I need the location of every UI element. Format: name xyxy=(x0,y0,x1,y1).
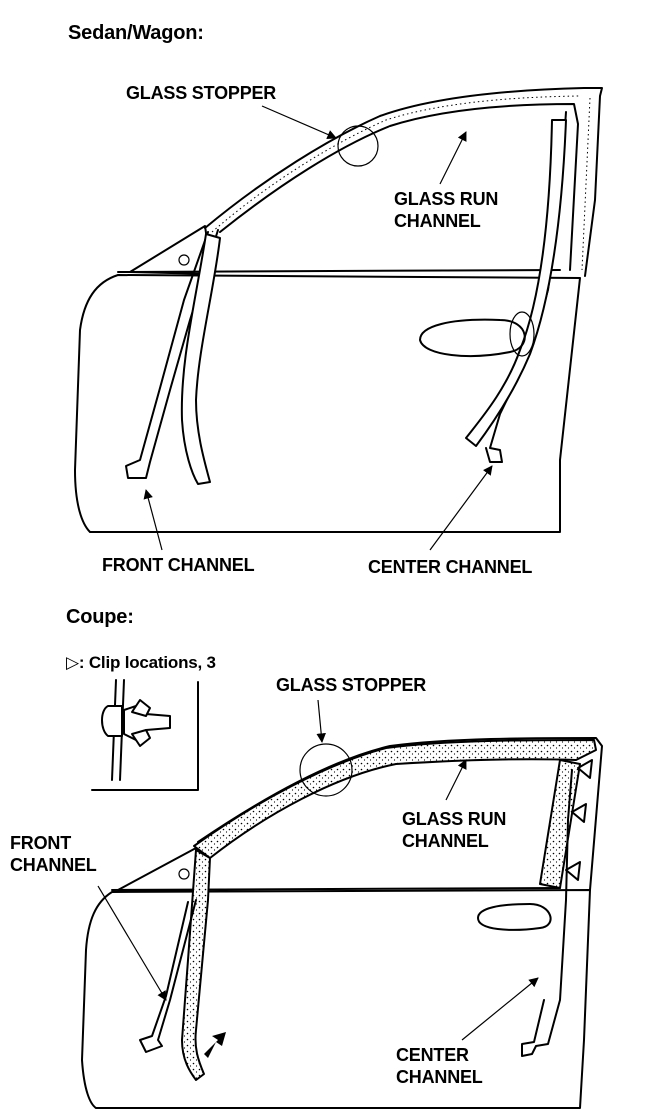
sedan-center-channel-label: CENTER CHANNEL xyxy=(368,557,533,577)
clip-locations-note: ▷: Clip locations, 3 xyxy=(66,653,216,672)
coupe-leader-lines xyxy=(97,699,539,1041)
sedan-door xyxy=(74,87,603,533)
coupe-glass-run-channel-label: GLASS RUN CHANNEL xyxy=(402,809,507,851)
coupe-center-channel-label: CENTER CHANNEL xyxy=(396,1045,483,1087)
coupe-door xyxy=(81,737,603,1109)
coupe-front-channel-label: FRONT CHANNEL xyxy=(10,833,97,875)
coupe-glass-stopper-label: GLASS STOPPER xyxy=(276,675,427,695)
sedan-leader-lines xyxy=(143,105,493,551)
coupe-title: Coupe: xyxy=(66,606,134,628)
sedan-title: Sedan/Wagon: xyxy=(68,22,204,44)
clip-inset xyxy=(91,679,199,791)
sedan-glass-stopper-label: GLASS STOPPER xyxy=(126,83,277,103)
sedan-front-channel-label: FRONT CHANNEL xyxy=(102,555,255,575)
sedan-glass-run-channel-label: GLASS RUN CHANNEL xyxy=(394,189,499,231)
